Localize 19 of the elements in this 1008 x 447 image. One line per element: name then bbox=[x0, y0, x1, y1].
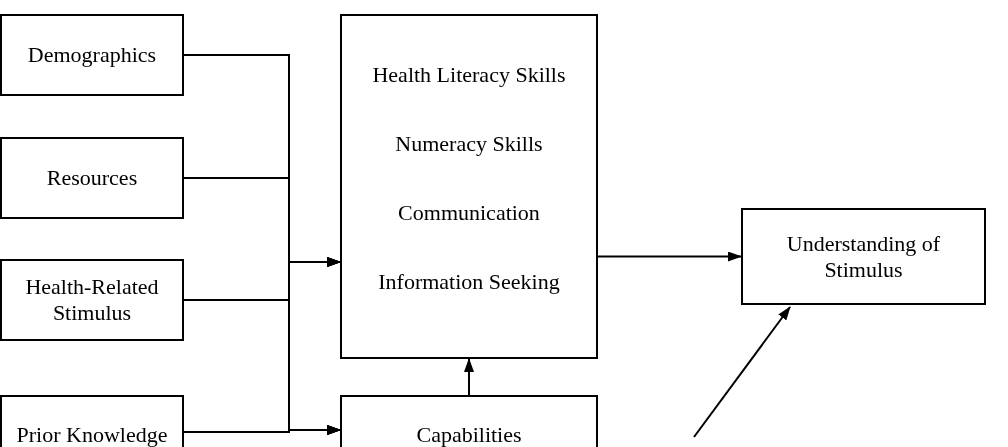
process-box bbox=[0, 259, 184, 341]
process-box bbox=[0, 14, 184, 96]
box-label: Prior Knowledge bbox=[16, 422, 168, 447]
arrow bbox=[464, 358, 474, 396]
arrow bbox=[693, 306, 791, 438]
box-label: Health Literacy Skills bbox=[372, 61, 566, 88]
box-label: Health-Related Stimulus bbox=[24, 274, 160, 326]
outcome-box bbox=[741, 208, 986, 305]
box-label: Information Seeking bbox=[378, 269, 560, 296]
process-box bbox=[0, 137, 184, 219]
box-label: Demographics bbox=[27, 42, 157, 68]
box-label: Numeracy Skills bbox=[395, 130, 543, 157]
arrow bbox=[183, 425, 341, 435]
box-label: Understanding of Stimulus bbox=[785, 230, 942, 283]
arrow bbox=[597, 251, 742, 262]
box-label: Capabilities bbox=[416, 422, 522, 447]
box-label: Communication bbox=[398, 200, 540, 227]
skills-box bbox=[340, 14, 598, 359]
box-label: Resources bbox=[46, 165, 138, 191]
